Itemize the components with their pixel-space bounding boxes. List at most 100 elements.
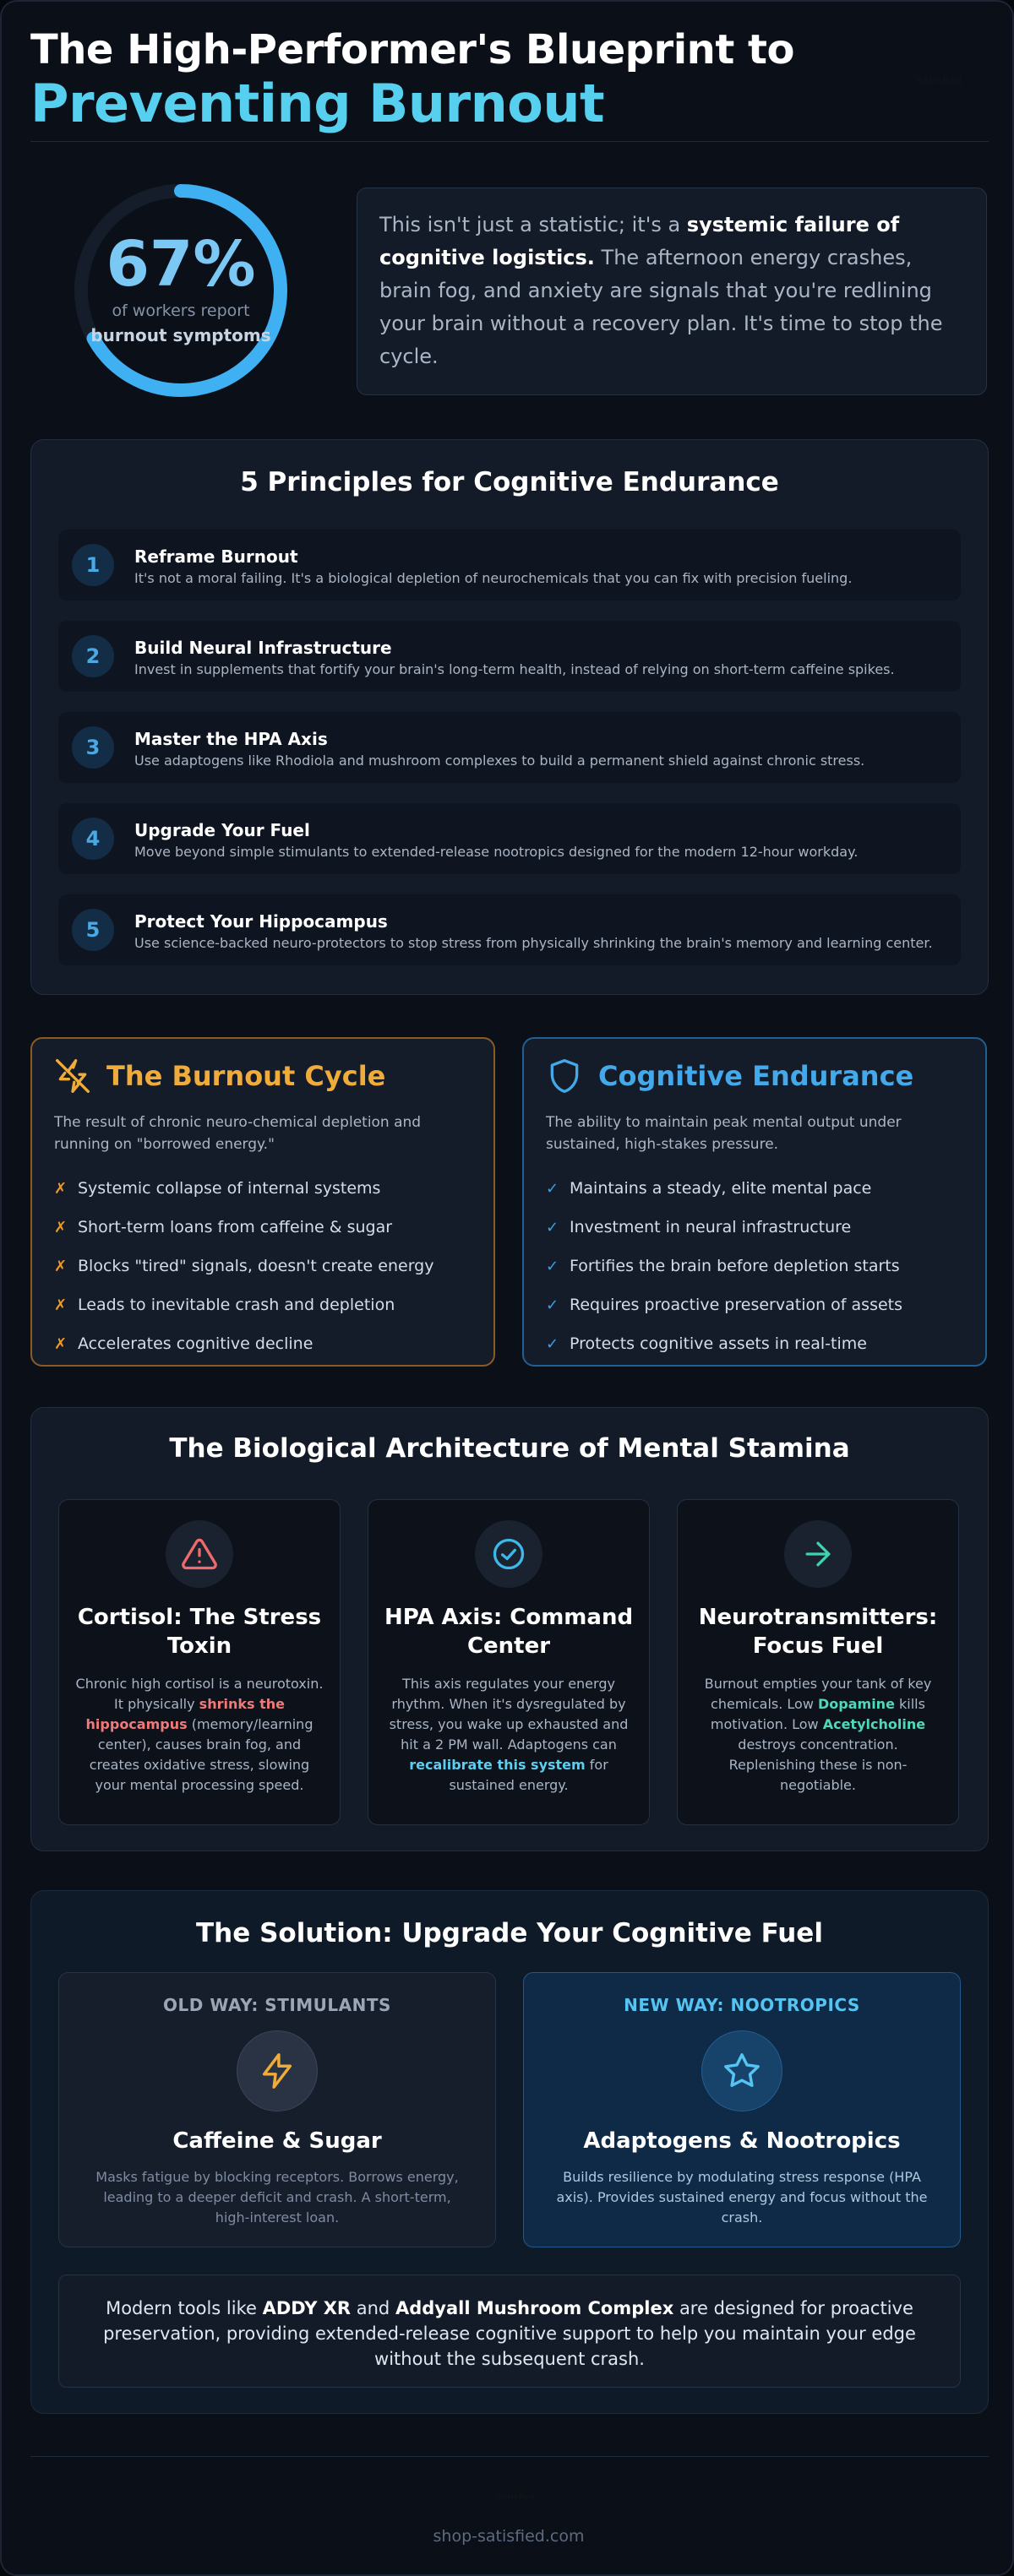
principle-number: 4	[72, 818, 114, 860]
bio-icon-wrap	[784, 1520, 852, 1588]
list-item: ✓ Fortifies the brain before depletion st…	[546, 1247, 963, 1285]
burnout-cycle-title: The Burnout Cycle	[106, 1060, 386, 1092]
check-mark-icon: ✓	[546, 1296, 559, 1314]
note-product: Addyall Mushroom Complex	[395, 2298, 674, 2318]
list-item: ✗Systemic collapse of internal systems	[54, 1169, 472, 1208]
list-item-text: Investment in neural infrastructure	[570, 1218, 852, 1236]
arrow-right-icon	[805, 1541, 831, 1567]
sol-icon-wrap	[701, 2030, 782, 2111]
list-item: ✓ Requires proactive preservation of asse…	[546, 1285, 963, 1324]
principle-desc: It's not a moral failing. It's a biologi…	[134, 570, 853, 586]
x-mark-icon: ✗	[54, 1296, 68, 1314]
principles-section: 5 Principles for Cognitive Endurance 1 R…	[30, 439, 989, 995]
bio-text: for sustained energy.	[449, 1757, 608, 1793]
principle-desc: Use science-backed neuro-protectors to s…	[134, 935, 933, 951]
brand-mark-icon	[897, 77, 909, 84]
check-circle-icon	[493, 1538, 525, 1570]
principle-title: Build Neural Infrastructure	[134, 638, 392, 658]
list-item-text: Fortifies the brain before depletion sta…	[570, 1257, 900, 1275]
x-mark-icon: ✗	[54, 1334, 68, 1353]
principle-number: 2	[72, 635, 114, 677]
bio-text: This axis regulates your energy rhythm. …	[389, 1676, 629, 1753]
list-item: ✗Leads to inevitable crash and depletion	[54, 1285, 472, 1324]
bio-text: Burnout empties your tank of key chemica…	[704, 1676, 932, 1712]
burnout-cycle-header: The Burnout Cycle	[54, 1057, 472, 1095]
bio-card-cortisol: Cortisol: The Stress Toxin Chronic high …	[58, 1499, 341, 1825]
bio-card-title: Cortisol: The Stress Toxin	[77, 1605, 322, 1659]
bio-highlight: Dopamine	[818, 1696, 895, 1712]
solution-section: The Solution: Upgrade Your Cognitive Fue…	[30, 1890, 989, 2414]
check-mark-icon: ✓	[546, 1218, 559, 1236]
check-mark-icon: ✓	[546, 1257, 559, 1275]
biology-title: The Biological Architecture of Mental St…	[169, 1433, 850, 1464]
bio-card-desc: Burnout empties your tank of key chemica…	[693, 1674, 943, 1796]
principle-item: 3 Master the HPA Axis Use adaptogens lik…	[58, 712, 961, 783]
new-way-card: NEW WAY: NOOTROPICS Adaptogens & Nootrop…	[523, 1972, 961, 2247]
new-way-title: Adaptogens & Nootropics	[583, 2128, 901, 2154]
burnout-cycle-list: ✗Systemic collapse of internal systems ✗…	[54, 1169, 472, 1363]
solution-title: The Solution: Upgrade Your Cognitive Fue…	[196, 1918, 823, 1948]
intro-emphasis: systemic failure of cognitive logistics.	[379, 213, 900, 269]
footer-url[interactable]: shop-satisfied.com	[433, 2527, 585, 2546]
brand-logo: Satisfied	[896, 68, 989, 93]
list-item-text: Short-term loans from caffeine & sugar	[78, 1218, 393, 1236]
principle-title: Master the HPA Axis	[134, 729, 328, 749]
list-item: ✓Protects cognitive assets in real-time	[546, 1324, 963, 1363]
footer-logo: Satisfied	[475, 2488, 542, 2507]
brand-mark-icon	[483, 2495, 493, 2500]
intro-rest: The afternoon energy crashes, brain fog,…	[379, 246, 943, 368]
star-icon	[724, 2053, 760, 2087]
principle-number: 1	[72, 544, 114, 586]
bio-card-neurotransmitters: Neurotransmitters: Focus Fuel Burnout em…	[677, 1499, 959, 1825]
stat-value: 67%	[106, 228, 256, 301]
list-item-text: Systemic collapse of internal systems	[78, 1179, 381, 1198]
principle-number: 5	[72, 909, 114, 951]
intro-lead: This isn't just a statistic; it's a	[379, 213, 687, 236]
ring-progress	[74, 184, 287, 397]
cognitive-endurance-title: Cognitive Endurance	[598, 1060, 914, 1092]
stat-ring: 67% of workers report burnout symptoms	[69, 179, 292, 402]
principle-desc: Use adaptogens like Rhodiola and mushroo…	[134, 753, 865, 769]
principle-title: Upgrade Your Fuel	[134, 820, 310, 840]
list-item-text: Protects cognitive assets in real-time	[570, 1334, 867, 1353]
old-way-card: OLD WAY: STIMULANTS Caffeine & Sugar Mas…	[58, 1972, 496, 2247]
list-item: ✗Blocks "tired" signals, doesn't create …	[54, 1247, 472, 1285]
note-text: Modern tools like	[106, 2298, 263, 2318]
cognitive-endurance-list: ✓ Maintains a steady, elite mental pace ✓…	[546, 1169, 963, 1363]
footer-wordmark: Satisfied	[496, 2493, 535, 2502]
stat-label-2: burnout symptoms	[90, 325, 271, 345]
list-item: ✓ Maintains a steady, elite mental pace	[546, 1169, 963, 1208]
bio-icon-wrap	[166, 1520, 233, 1588]
bio-text: (memory/learning center), causes brain f…	[89, 1716, 313, 1793]
cognitive-endurance-header: Cognitive Endurance	[546, 1057, 963, 1095]
old-way-desc: Masks fatigue by blocking receptors. Bor…	[95, 2169, 459, 2225]
cognitive-endurance-desc: The ability to maintain peak mental outp…	[546, 1114, 902, 1153]
stat-label-1: of workers report	[112, 302, 250, 320]
check-mark-icon: ✓	[546, 1179, 559, 1198]
list-item-text: Requires proactive preservation of asset…	[570, 1296, 903, 1314]
bio-highlight: shrinks the hippocampus	[85, 1696, 285, 1732]
bio-card-title: HPA Axis: Command Center	[384, 1605, 634, 1659]
x-mark-icon: ✗	[54, 1218, 68, 1236]
bio-highlight: recalibrate this system	[409, 1757, 586, 1773]
list-item-text: Maintains a steady, elite mental pace	[570, 1179, 872, 1198]
principle-number: 3	[72, 726, 114, 769]
new-way-desc: Builds resilience by modulating stress r…	[556, 2169, 928, 2225]
bio-text: destroys concentration. Replenishing the…	[728, 1736, 908, 1793]
list-item-text: Accelerates cognitive decline	[78, 1334, 313, 1353]
lightning-icon	[262, 2053, 292, 2089]
principle-desc: Invest in supplements that fortify your …	[134, 661, 895, 677]
sol-icon-wrap	[237, 2030, 318, 2111]
note-text: are designed for proactive preservation,…	[103, 2298, 916, 2369]
burnout-cycle-desc: The result of chronic neuro-chemical dep…	[54, 1114, 422, 1153]
old-way-title: Caffeine & Sugar	[172, 2128, 382, 2154]
intro-box: This isn't just a statistic; it's a syst…	[357, 187, 987, 395]
stat-center: 67% of workers report burnout symptoms	[69, 179, 292, 402]
alert-triangle-icon	[182, 1538, 217, 1570]
list-item: ✓ Investment in neural infrastructure	[546, 1208, 963, 1247]
bio-text: Chronic high cortisol is a neurotoxin. I…	[75, 1676, 324, 1712]
principle-title: Protect Your Hippocampus	[134, 911, 388, 932]
brand-wordmark: Satisfied	[916, 74, 962, 86]
list-item: ✗ Accelerates cognitive decline	[54, 1324, 472, 1363]
